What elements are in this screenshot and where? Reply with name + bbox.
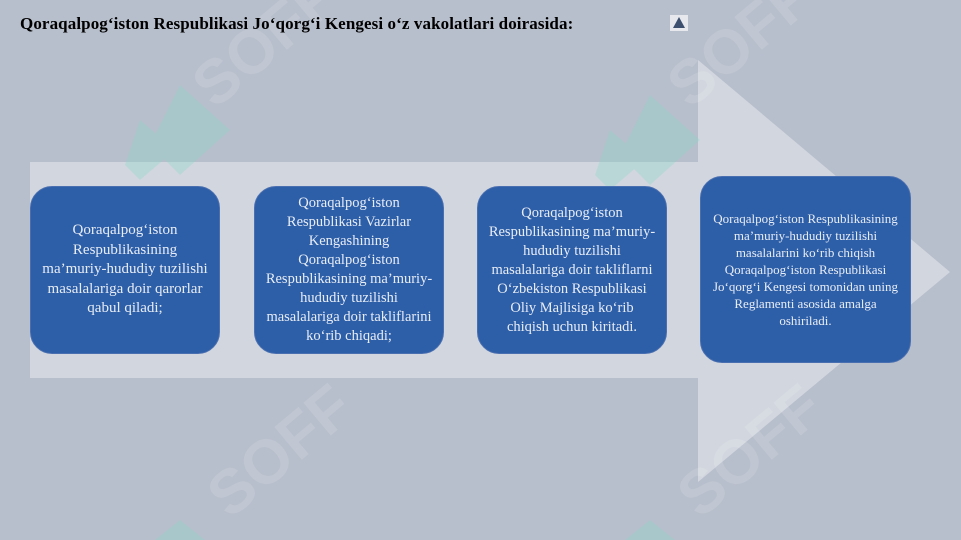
- step-box-4: Qoraqalpog‘iston Respublikasining ma’mur…: [700, 176, 911, 363]
- step-text-4: Qoraqalpog‘iston Respublikasining ma’mur…: [713, 211, 898, 328]
- step-text-3: Qoraqalpog‘iston Respublikasining ma’mur…: [488, 204, 656, 335]
- triangle-up-icon: [670, 15, 688, 31]
- step-text-2: Qoraqalpog‘iston Respublikasi Vazirlar K…: [265, 195, 433, 344]
- step-box-2: Qoraqalpog‘iston Respublikasi Vazirlar K…: [254, 186, 444, 354]
- page-title: Qoraqalpog‘iston Respublikasi Jo‘qorg‘i …: [20, 14, 574, 33]
- step-box-1: Qoraqalpog‘iston Respublikasining ma’mur…: [30, 186, 220, 354]
- step-box-3: Qoraqalpog‘iston Respublikasining ma’mur…: [477, 186, 667, 354]
- step-text-1: Qoraqalpog‘iston Respublikasining ma’mur…: [42, 222, 208, 317]
